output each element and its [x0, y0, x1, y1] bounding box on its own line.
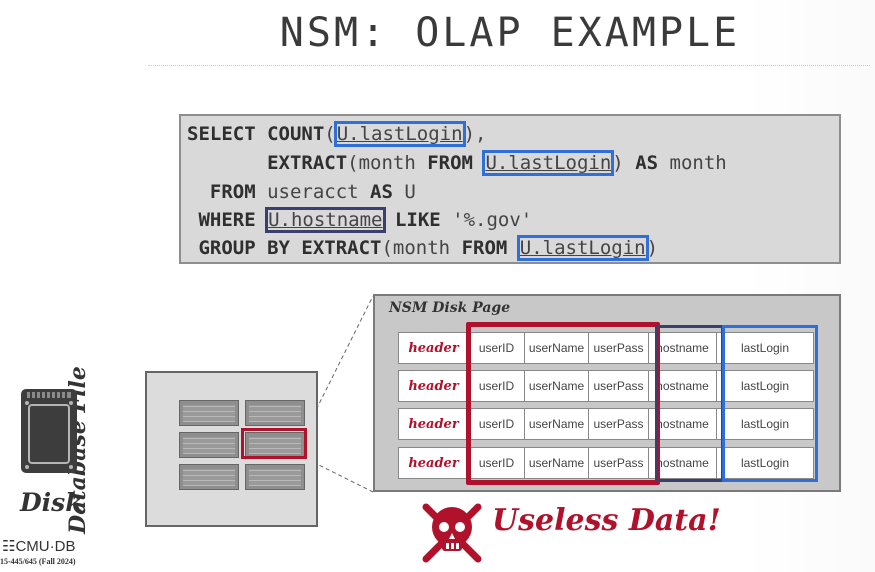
disk-page-thumbnail — [245, 400, 305, 426]
hostname-column-frame — [655, 325, 724, 482]
hostname-cell: hostname — [649, 371, 717, 401]
tuple-header-cell: header — [399, 409, 469, 439]
hostname-cell: hostname — [649, 448, 717, 478]
cmu-db-logo: ☷CMU·DB — [2, 537, 75, 555]
cmu-db-logo-icon: ☷ — [2, 538, 16, 555]
sql-keyword: AS — [635, 152, 659, 174]
lastlogin-cell: lastLogin — [740, 417, 790, 431]
sql-text: (month — [381, 237, 462, 259]
disk-icon — [21, 389, 77, 473]
userid-cell: userID — [469, 409, 525, 439]
sql-keyword: AS — [370, 181, 393, 203]
nsm-disk-page-label: NSM Disk Page — [389, 300, 511, 316]
sql-keyword: LIKE — [394, 209, 441, 231]
logo-text: CMU·DB — [15, 538, 76, 555]
lastlogin-column-frame — [722, 325, 818, 482]
userid-cell: userID — [469, 371, 525, 401]
zoom-line-bottom — [306, 458, 374, 493]
hostname-cell: hostname — [649, 333, 717, 363]
disk-page-thumbnail — [245, 464, 305, 490]
selected-page-highlight — [241, 428, 307, 459]
disk-page-thumbnail — [179, 400, 239, 426]
sql-text: useracct — [255, 181, 371, 203]
username-cell: userName — [525, 371, 589, 401]
username-cell: userName — [525, 448, 589, 478]
sql-text: ), — [463, 123, 487, 145]
sql-text: ( — [324, 123, 336, 145]
sql-line-2: EXTRACT(month FROM U.lastLogin) AS month — [187, 150, 727, 176]
sql-keyword: FROM — [427, 152, 473, 174]
disk-page-thumbnail — [179, 432, 239, 458]
disk-page-thumbnail — [245, 432, 305, 458]
database-file — [145, 371, 318, 527]
tuple-header-cell: header — [399, 333, 469, 363]
username-cell: userName — [525, 333, 589, 363]
sql-line-5: GROUP BY EXTRACT(month FROM U.lastLogin) — [187, 235, 659, 261]
course-label: 15-445/645 (Fall 2024) — [0, 557, 76, 566]
userid-cell: userID — [469, 333, 525, 363]
sql-keyword: COUNT — [267, 123, 325, 145]
lastlogin-column-highlight: U.lastLogin — [516, 235, 649, 261]
username-cell: userName — [525, 409, 589, 439]
hostname-cell: hostname — [649, 409, 717, 439]
zoom-line-top — [306, 295, 374, 429]
sql-text: '%.gov' — [440, 209, 533, 231]
userpass-cell: userPass — [589, 409, 649, 439]
slide-title: NSM: OLAP EXAMPLE — [279, 10, 741, 56]
sql-keyword: FROM — [461, 237, 508, 259]
sql-line-3: FROM useracct AS U — [187, 180, 416, 204]
hostname-column-highlight: U.hostname — [265, 207, 386, 233]
userpass-cell: userPass — [589, 371, 649, 401]
lastlogin-cell: lastLogin — [740, 341, 790, 355]
sql-keyword: GROUP BY EXTRACT — [198, 237, 382, 259]
sql-line-4: WHERE U.hostname LIKE '%.gov' — [187, 207, 533, 233]
sql-text: month — [658, 152, 727, 174]
useless-columns-highlight — [466, 322, 660, 485]
lastlogin-column-highlight: U.lastLogin — [482, 150, 615, 176]
useless-data-callout: Useless Data! — [492, 503, 721, 538]
lastlogin-column-highlight: U.lastLogin — [333, 121, 466, 147]
disk-page-thumbnail — [179, 464, 239, 490]
userpass-cell: userPass — [589, 448, 649, 478]
userid-cell: userID — [469, 448, 525, 478]
sql-keyword: WHERE — [198, 209, 256, 231]
sql-text: U — [392, 181, 416, 203]
lastlogin-cell: lastLogin — [740, 456, 790, 470]
sql-keyword: FROM — [209, 181, 256, 203]
sql-query-box: SELECT COUNT(U.lastLogin), EXTRACT(month… — [179, 114, 841, 264]
skull-icon — [422, 503, 482, 563]
sql-text: ) — [612, 152, 636, 174]
tuple-header-cell: header — [399, 371, 469, 401]
userpass-cell: userPass — [589, 333, 649, 363]
sql-line-1: SELECT COUNT(U.lastLogin), — [187, 121, 487, 147]
sql-keyword: SELECT — [187, 123, 268, 145]
sql-text: (month — [347, 152, 428, 174]
disk-label: Disk — [20, 488, 83, 517]
sql-keyword: EXTRACT — [267, 152, 348, 174]
lastlogin-cell: lastLogin — [740, 379, 790, 393]
sql-text: ) — [646, 237, 659, 259]
tuple-header-cell: header — [399, 448, 469, 478]
title-divider — [148, 65, 870, 66]
